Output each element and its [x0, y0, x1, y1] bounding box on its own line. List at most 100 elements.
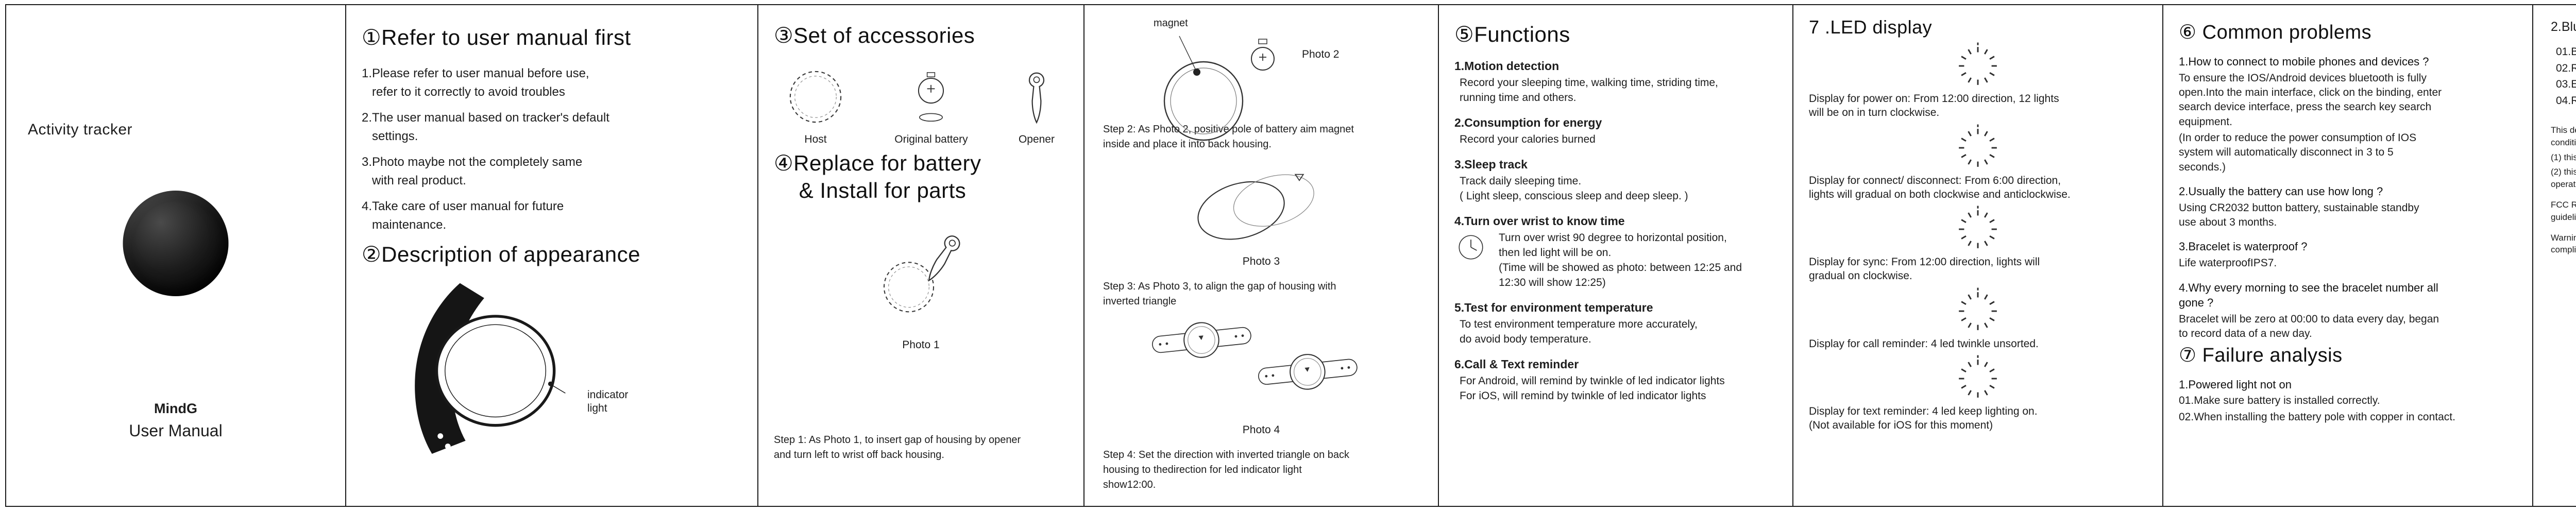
- accessory-opener: Opener: [1019, 71, 1055, 146]
- battery-icon: [918, 72, 944, 122]
- accessory-host: Host: [787, 69, 844, 146]
- photo3-figure: Photo 3: [1100, 166, 1422, 268]
- photo4-label: Photo 4: [1242, 424, 1280, 436]
- question-text: 1.How to connect to mobile phones and de…: [2179, 55, 2429, 68]
- opener-label: Opener: [1018, 133, 1055, 145]
- intro-item: 3.Photo maybe not the completely same wi…: [362, 155, 583, 188]
- qa-item: 4.Why every morning to see the bracelet …: [2179, 280, 2517, 342]
- function-body: For Android, will remind by twinkle of l…: [1460, 374, 1725, 402]
- fcc-statements: This device complies with Part 15 of the…: [2551, 124, 2576, 256]
- panel-led-display: 7 .LED display Display for power on: Fro…: [1793, 5, 2163, 506]
- answer-text: Using CR2032 button battery, sustainable…: [2179, 201, 2419, 229]
- led-display-item: Display for sync: From 12:00 direction, …: [1809, 205, 2147, 283]
- fcc-statement: FCC RF Radiation Exposure Statement Caut…: [2551, 199, 2576, 222]
- magnet-label: magnet: [1154, 18, 1188, 29]
- step2-text: Step 2: As Photo 2, positive pole of bat…: [1103, 124, 1354, 150]
- step1-text: Step 1: As Photo 1, to insert gap of hou…: [774, 434, 1021, 461]
- panel-functions: ⑤Functions 1.Motion detection Record you…: [1439, 5, 1793, 506]
- qa-item: 3.Bracelet is waterproof ? Life waterpro…: [2179, 239, 2517, 270]
- bluetooth-heading: 2.Bluetooth can't search to the device: [2551, 20, 2576, 34]
- photo3-illustration: [1197, 174, 1314, 240]
- manual-subtitle: User Manual: [129, 421, 223, 440]
- function-item: 2.Consumption for energy Record your cal…: [1454, 116, 1777, 147]
- function-body: Record your calories burned: [1460, 133, 1596, 145]
- photo3-label: Photo 3: [1242, 256, 1280, 268]
- led-clock-icon: [1958, 286, 1998, 331]
- accessory-battery: Original battery: [894, 72, 968, 146]
- panel-intro: ①Refer to user manual first 1.Please ref…: [346, 5, 758, 506]
- fcc-statement: (1) this device may not cause harmful in…: [2551, 152, 2576, 162]
- intro-item: 2.The user manual based on tracker's def…: [362, 111, 609, 143]
- function-item: 5.Test for environment temperature To te…: [1454, 301, 1777, 347]
- function-item: 4.Turn over wrist to know time Turn over…: [1454, 214, 1777, 291]
- function-item: 3.Sleep track Track daily sleeping time.…: [1454, 158, 1777, 204]
- section5-heading: ⑤Functions: [1454, 22, 1570, 46]
- indicator-light-label: indicator light: [587, 389, 629, 415]
- manual-sheet: Activity tracker MindG User Manual ①Refe…: [5, 4, 2576, 507]
- bluetooth-item: 03.Exit the APP again into the applicati…: [2556, 78, 2576, 90]
- led-display-text: Display for sync: From 12:00 direction, …: [1809, 256, 2040, 282]
- host-icon: [789, 71, 842, 123]
- led-clock-icon: [1958, 123, 1998, 167]
- led-heading: 7 .LED display: [1809, 16, 1933, 38]
- led-clock-icon: [1958, 354, 1998, 399]
- led-clock-icon: [1958, 42, 1998, 86]
- panel-cover: Activity tracker MindG User Manual: [6, 5, 346, 506]
- step4-text: Step 4: Set the direction with inverted …: [1103, 449, 1350, 490]
- led-display-item: Display for call reminder: 4 led twinkle…: [1809, 286, 2147, 351]
- panel-accessories: ③Set of accessories Host Original batter…: [758, 5, 1084, 506]
- photo4-figure: Photo 4: [1100, 322, 1422, 436]
- accessories-row: Host Original battery Opener: [774, 69, 1068, 146]
- bluetooth-item: 04.Restart the phone.: [2556, 94, 2576, 107]
- function-item: 6.Call & Text reminder For Android, will…: [1454, 357, 1777, 404]
- fcc-statement: Warning: Changes or modifications to thi…: [2551, 232, 2576, 255]
- function-title: 4.Turn over wrist to know time: [1454, 214, 1625, 228]
- failure-title: 1.Powered light not on: [2179, 378, 2292, 391]
- intro-item: 4.Take care of user manual for future ma…: [362, 199, 564, 232]
- function-title: 6.Call & Text reminder: [1454, 357, 1579, 371]
- wrist-clock-icon: [1459, 235, 1483, 260]
- question-text: 3.Bracelet is waterproof ?: [2179, 240, 2308, 253]
- battery-label: Original battery: [894, 133, 968, 145]
- magnet-dot: [1193, 69, 1200, 76]
- failure-step: 02.When installing the battery pole with…: [2179, 411, 2455, 423]
- photo1-figure: Photo 1: [774, 229, 1068, 351]
- watch-illustration: [415, 283, 566, 454]
- qa-item: 2.Usually the battery can use how long ?…: [2179, 184, 2517, 230]
- qa-item: 1.How to connect to mobile phones and de…: [2179, 54, 2517, 175]
- panel-install-steps: magnet Photo 2 Step 2: As Photo 2, posit…: [1084, 5, 1439, 506]
- note-text: (In order to reduce the power consumptio…: [2179, 132, 2417, 173]
- section6-heading: ⑥ Common problems: [2179, 22, 2372, 43]
- function-title: 2.Consumption for energy: [1454, 115, 1602, 129]
- function-title: 3.Sleep track: [1454, 157, 1528, 171]
- led-display-text: Display for call reminder: 4 led twinkle…: [1809, 337, 2039, 350]
- fcc-contains-line: Contains transmitter module FCC ID: 2AKL…: [2551, 267, 2576, 278]
- function-body: Record your sleeping time, walking time,…: [1460, 77, 1718, 104]
- photo2-illustration: [1163, 36, 1275, 141]
- led-display-item: Display for connect/ disconnect: From 6:…: [1809, 123, 2147, 202]
- panel-fcc: 2.Bluetooth can't search to the device 0…: [2533, 5, 2576, 506]
- inverted-triangle-mark: [1294, 174, 1304, 182]
- function-title: 5.Test for environment temperature: [1454, 300, 1653, 314]
- photo2-label: Photo 2: [1302, 48, 1340, 60]
- led-display-text: Display for connect/ disconnect: From 6:…: [1809, 174, 2071, 200]
- photo1-label: Photo 1: [902, 338, 940, 351]
- function-body: Track daily sleeping time. ( Light sleep…: [1460, 175, 1688, 202]
- section3-heading: ③Set of accessories: [774, 23, 975, 47]
- opener-icon: [1028, 73, 1045, 124]
- led-clock-icon: [1958, 205, 1998, 249]
- answer-text: Bracelet will be zero at 00:00 to data e…: [2179, 313, 2439, 340]
- bluetooth-item: 01.Bluetooth can't search to the device.: [2556, 46, 2576, 58]
- question-text: 4.Why every morning to see the bracelet …: [2179, 281, 2438, 310]
- led-display-item: Display for text reminder: 4 led keep li…: [1809, 354, 2147, 433]
- appearance-figure: indicator light: [362, 281, 742, 472]
- intro-item: 1.Please refer to user manual before use…: [362, 66, 589, 99]
- photo1-illustration: [883, 232, 963, 313]
- function-body: Turn over wrist 90 degree to horizontal …: [1499, 231, 1742, 288]
- function-item: 1.Motion detection Record your sleeping …: [1454, 59, 1777, 106]
- answer-text: Life waterproofIPS7.: [2179, 257, 2277, 269]
- photo4-illustration: [1152, 322, 1358, 390]
- answer-text: To ensure the IOS/Android devices blueto…: [2179, 72, 2442, 128]
- product-name: MindG: [154, 401, 197, 416]
- failure-step: 01.Make sure battery is installed correc…: [2179, 395, 2380, 407]
